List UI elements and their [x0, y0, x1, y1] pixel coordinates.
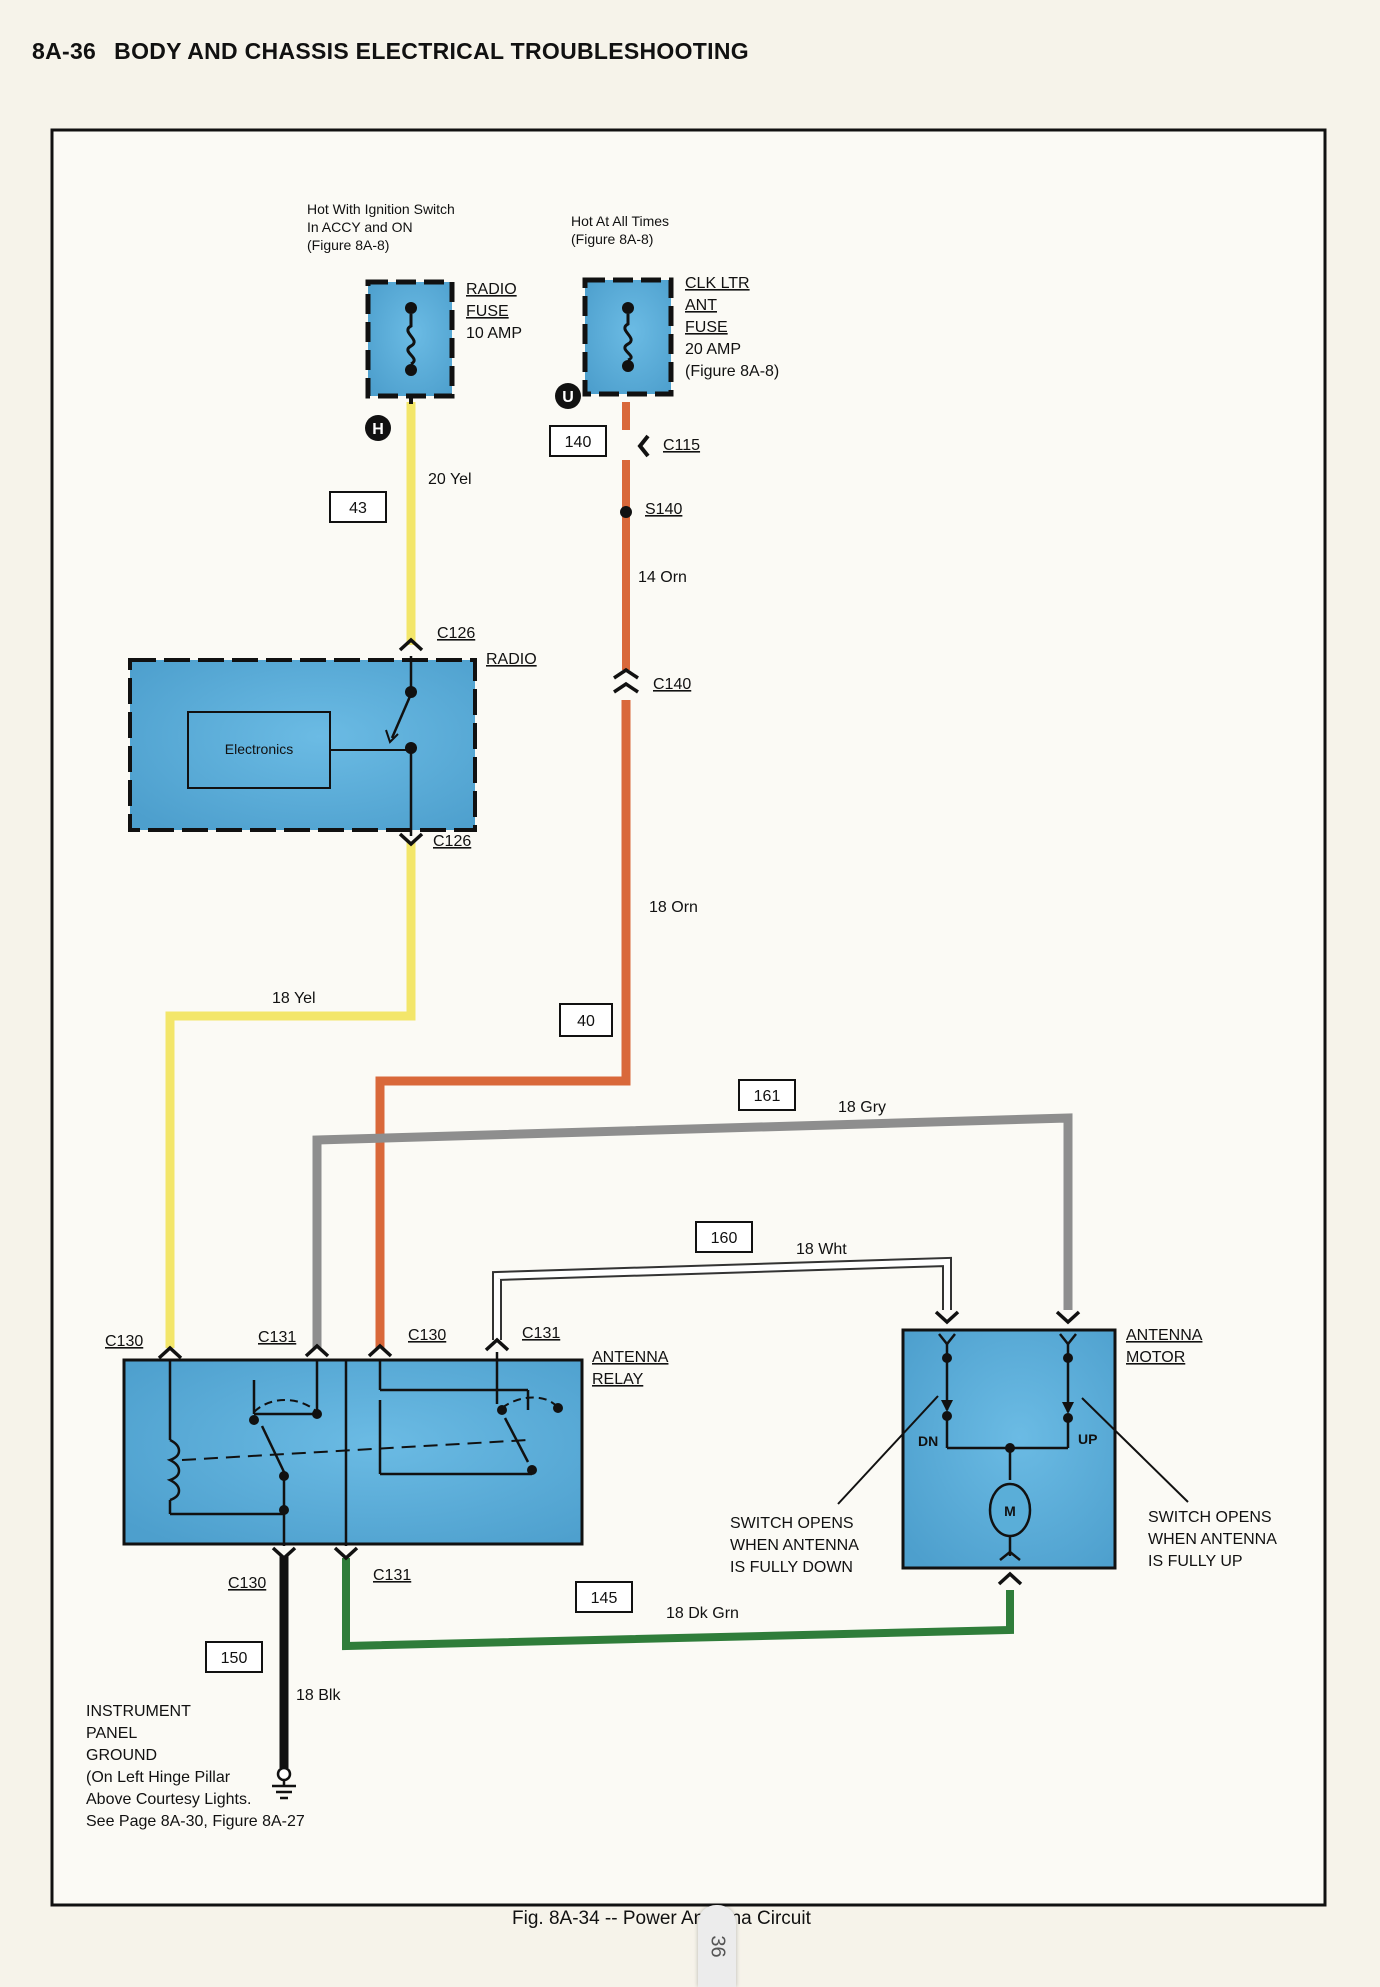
splice-s140-icon	[620, 506, 632, 518]
circuit-150: 150	[221, 1650, 248, 1667]
splice-s140: S140	[645, 501, 682, 518]
radio-fuse-source-3: (Figure 8A-8)	[307, 237, 389, 253]
wire-label-18-dk-grn: 18 Dk Grn	[666, 1605, 739, 1622]
circuit-140: 140	[565, 434, 592, 451]
switch-down-note-1: SWITCH OPENS	[730, 1515, 854, 1532]
wire-18-yel	[165, 842, 416, 1348]
radio-electronics-label: Electronics	[225, 741, 293, 757]
wire-18-dk-grn	[342, 1558, 1014, 1651]
figure-caption: Fig. 8A-34 -- Power Antenna Circuit	[512, 1908, 811, 1929]
connector-c130-bottom: C130	[228, 1575, 266, 1592]
connector-c115: C115	[663, 437, 700, 454]
ground-text-1: INSTRUMENT	[86, 1703, 191, 1720]
ant-fuse-label-3: FUSE	[685, 319, 728, 336]
ground-text-3: GROUND	[86, 1747, 157, 1764]
ground-text-5: Above Courtesy Lights.	[86, 1791, 251, 1808]
ground-icon	[272, 1766, 296, 1800]
switch-up-note-2: WHEN ANTENNA	[1148, 1531, 1277, 1548]
circuit-40-box	[559, 1003, 613, 1037]
wire-label-18-blk: 18 Blk	[296, 1687, 341, 1704]
motor-label-2: MOTOR	[1126, 1349, 1185, 1366]
terminal-u-icon: U	[555, 383, 581, 409]
antenna-relay	[122, 1352, 584, 1546]
relay-connectors-top-icon	[157, 1337, 510, 1360]
relay-connectors-bottom-icon	[271, 1546, 359, 1561]
relay-label-2: RELAY	[592, 1371, 644, 1388]
circuit-145-box	[575, 1581, 633, 1613]
page-number: 8A-36	[32, 38, 97, 64]
radio-label: RADIO	[486, 651, 537, 668]
connector-c126-top: C126	[437, 625, 475, 642]
wire-label-18-orn: 18 Orn	[649, 899, 698, 916]
ground-text-2: PANEL	[86, 1725, 137, 1742]
motor-up-label: UP	[1078, 1431, 1097, 1447]
antenna-motor	[901, 1310, 1117, 1586]
ant-fuse-label-4: 20 AMP	[685, 341, 741, 358]
ground-text-6: See Page 8A-30, Figure 8A-27	[86, 1813, 305, 1830]
radio-fuse-source-1: Hot With Ignition Switch	[307, 201, 455, 217]
connector-c130-left: C130	[105, 1333, 143, 1350]
connector-c131-b: C131	[522, 1325, 560, 1342]
motor-dn-label: DN	[918, 1433, 938, 1449]
page-tab-number: 36	[706, 1934, 729, 1958]
switch-up-note-3: IS FULLY UP	[1148, 1553, 1243, 1570]
radio-fuse-label-1: RADIO	[466, 281, 517, 298]
circuit-161-box	[738, 1079, 796, 1111]
circuit-161: 161	[754, 1088, 781, 1105]
wire-18-gry	[312, 1113, 1073, 1348]
circuit-43: 43	[349, 500, 367, 517]
ant-fuse-label-1: CLK LTR	[685, 275, 750, 292]
motor-label-1: ANTENNA	[1126, 1327, 1203, 1344]
switch-down-note-2: WHEN ANTENNA	[730, 1537, 859, 1554]
switch-up-note-1: SWITCH OPENS	[1148, 1509, 1272, 1526]
wire-18-orn	[375, 700, 631, 1348]
connector-c126-top-icon	[398, 637, 424, 652]
connector-c131-bottom: C131	[373, 1567, 411, 1584]
connector-c115-icon	[637, 434, 650, 458]
ant-fuse-label-5: (Figure 8A-8)	[685, 363, 779, 380]
ant-fuse-source-2: (Figure 8A-8)	[571, 231, 653, 247]
wire-label-18-wht: 18 Wht	[796, 1241, 847, 1258]
circuit-40: 40	[577, 1013, 595, 1030]
ant-fuse-label-2: ANT	[685, 297, 717, 314]
relay-label-1: ANTENNA	[592, 1349, 669, 1366]
connector-c126-bottom: C126	[433, 833, 471, 850]
page-header: 8A-36 BODY AND CHASSIS ELECTRICAL TROUBLE…	[32, 38, 749, 65]
svg-text:U: U	[562, 389, 574, 406]
wire-label-14-orn: 14 Orn	[638, 569, 687, 586]
wire-label-18-gry: 18 Gry	[838, 1099, 886, 1116]
page-tab[interactable]: 36	[698, 1905, 736, 1987]
circuit-150-box	[205, 1641, 263, 1673]
wire-label-18-yel: 18 Yel	[272, 990, 316, 1007]
connector-c140-icon	[613, 667, 639, 694]
radio-module	[128, 656, 477, 836]
switch-up-pointer	[1081, 1397, 1189, 1503]
circuit-145: 145	[591, 1590, 618, 1607]
ant-fuse-source-1: Hot At All Times	[571, 213, 669, 229]
connector-c126-bottom-icon	[398, 832, 424, 847]
connector-c130-mid: C130	[408, 1327, 446, 1344]
wire-label-20-yel: 20 Yel	[428, 471, 472, 488]
circuit-160-box	[695, 1221, 753, 1253]
connector-c140: C140	[653, 676, 691, 693]
svg-text:H: H	[372, 421, 384, 438]
motor-m-label: M	[1004, 1503, 1016, 1519]
switch-down-pointer	[837, 1395, 939, 1505]
radio-fuse	[365, 279, 455, 404]
page-title: BODY AND CHASSIS ELECTRICAL TROUBLESHOOT…	[114, 38, 749, 64]
ant-fuse	[582, 277, 674, 397]
connector-c131-a: C131	[258, 1329, 296, 1346]
switch-down-note-3: IS FULLY DOWN	[730, 1559, 853, 1576]
circuit-43-box	[329, 491, 387, 523]
ground-text-4: (On Left Hinge Pillar	[86, 1769, 231, 1786]
radio-fuse-source-2: In ACCY and ON	[307, 219, 413, 235]
terminal-h-icon: H	[365, 415, 391, 441]
radio-fuse-label-3: 10 AMP	[466, 325, 522, 342]
circuit-140-box	[549, 425, 607, 457]
circuit-160: 160	[711, 1230, 738, 1247]
radio-fuse-label-2: FUSE	[466, 303, 509, 320]
